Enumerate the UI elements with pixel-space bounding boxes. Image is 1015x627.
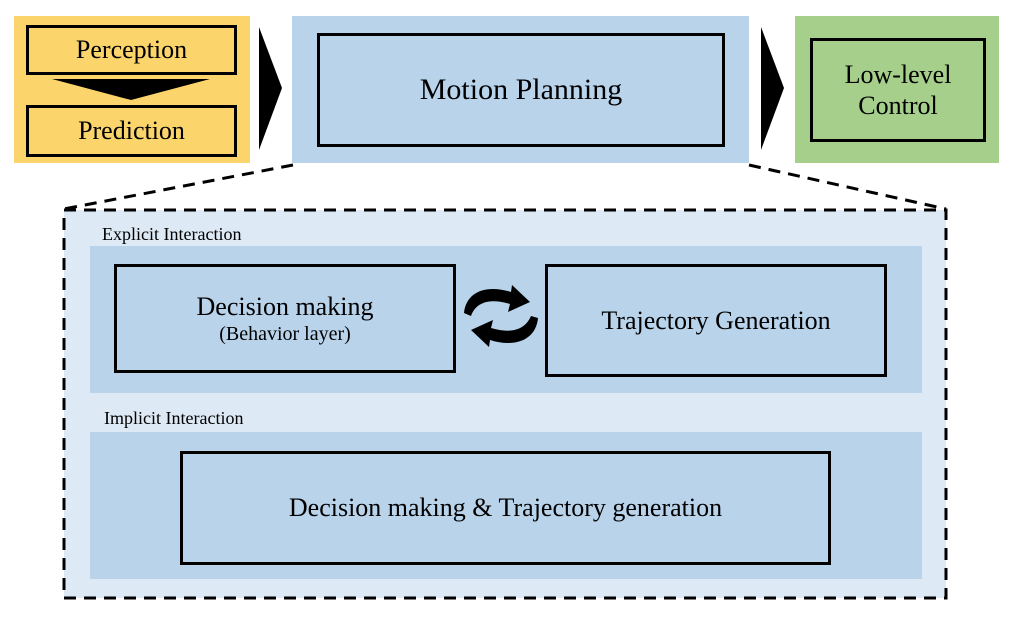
motion-planning-box: Motion Planning xyxy=(317,33,725,147)
combined-label: Decision making & Trajectory generation xyxy=(288,493,723,523)
behavior-layer-label: (Behavior layer) xyxy=(219,323,351,346)
prediction-label: Prediction xyxy=(78,116,185,146)
decision-making-label: Decision making xyxy=(196,291,374,321)
trajectory-generation-box: Trajectory Generation xyxy=(545,264,887,377)
to-low-level-control-arrow xyxy=(761,27,784,150)
perception-to-prediction-arrow xyxy=(52,79,210,100)
expansion-line-left xyxy=(63,163,294,211)
cycle-arrows-icon xyxy=(464,285,538,347)
expansion-line-right xyxy=(748,163,947,211)
trajectory-generation-label: Trajectory Generation xyxy=(601,305,831,335)
motion-planning-label: Motion Planning xyxy=(419,73,623,106)
low-level-control-box: Low-level Control xyxy=(810,38,986,142)
low-level-control-line1: Low-level xyxy=(844,59,952,89)
low-level-control-line2: Control xyxy=(858,91,938,120)
decision-making-box: Decision making (Behavior layer) xyxy=(114,264,456,373)
implicit-interaction-label: Implicit Interaction xyxy=(104,408,244,428)
prediction-box: Prediction xyxy=(26,105,237,157)
perception-label: Perception xyxy=(75,35,188,65)
explicit-interaction-label: Explicit Interaction xyxy=(102,224,242,244)
perception-box: Perception xyxy=(26,25,237,75)
detail-dashed-outline xyxy=(62,208,948,600)
combined-box: Decision making & Trajectory generation xyxy=(180,451,831,565)
to-motion-planning-arrow xyxy=(259,27,282,150)
